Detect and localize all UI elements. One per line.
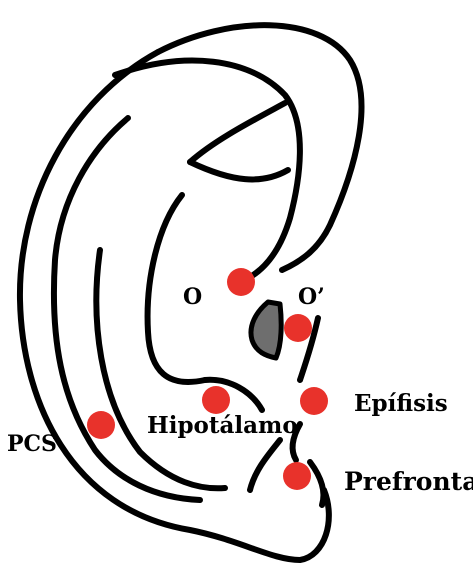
acupoint-epifisis[interactable] (300, 387, 328, 415)
antihelix-upper-fold (190, 103, 285, 162)
ear-canal-shadow (251, 302, 281, 358)
acupoint-o-prime[interactable] (284, 314, 312, 342)
label-prefrontal: Prefrontal (344, 469, 473, 494)
acupoint-o[interactable] (227, 268, 255, 296)
label-pcs: PCS (7, 433, 57, 455)
label-o-prime: O’ (298, 286, 325, 308)
helix-inner-fold (54, 118, 200, 500)
label-epifisis: Epífisis (354, 392, 448, 415)
label-hipotalamo: Hipotálamo (147, 414, 298, 437)
antihelix-lower-fold (190, 162, 288, 179)
acupoint-prefrontal[interactable] (283, 462, 311, 490)
acupoint-hipotalamo[interactable] (202, 386, 230, 414)
antitragus-outline (250, 440, 280, 490)
label-o: O (183, 286, 202, 308)
lobule-inner-line (310, 462, 324, 505)
acupoint-pcs[interactable] (87, 411, 115, 439)
